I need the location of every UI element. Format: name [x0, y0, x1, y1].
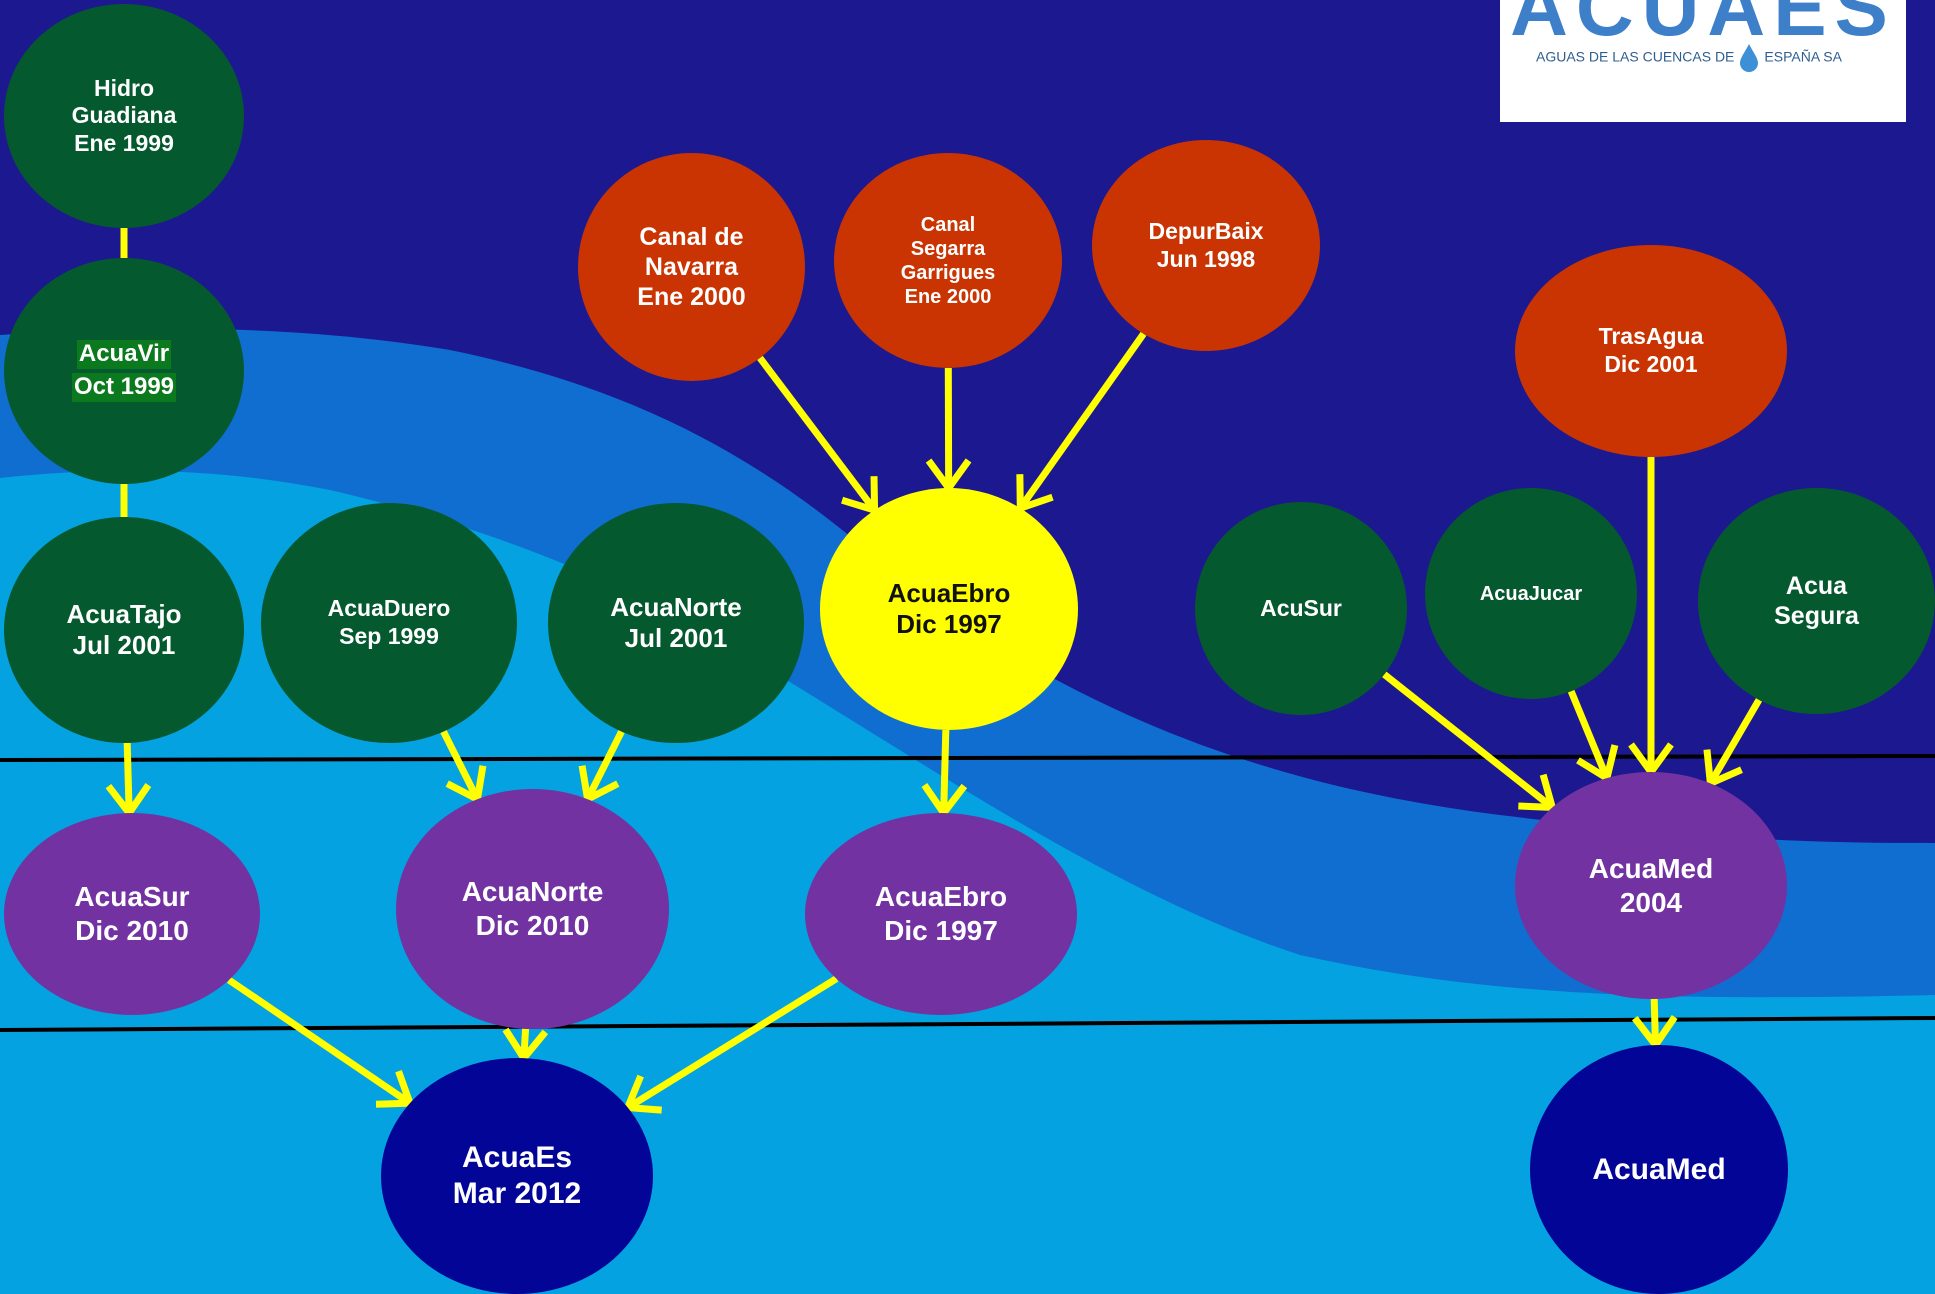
connector-acuasur_2010-to-acuaes	[226, 977, 415, 1108]
node-acusur: AcuSur	[1195, 502, 1407, 715]
connector-line	[940, 729, 950, 814]
node-label-line: Ene 2000	[904, 285, 992, 308]
node-label-line: AcuaEbro	[874, 881, 1008, 913]
node-label-line: AcuaEbro	[887, 577, 1011, 608]
node-label-line: Navarra	[644, 253, 739, 281]
connector-line	[1382, 671, 1555, 811]
logo-tagline-left: AGUAS DE LAS CUENCAS DE	[1536, 48, 1735, 65]
node-label-line: Segarra	[910, 237, 986, 260]
connector-trasagua-to-acuamed_2004	[1628, 457, 1674, 778]
connector-acuasegura-to-acuamed_2004	[1703, 698, 1763, 789]
node-label-line: Guadiana	[71, 102, 177, 129]
node-acuamed-final: AcuaMed	[1530, 1045, 1788, 1294]
connector-acuanorte_2010-to-acuaes	[502, 1027, 549, 1065]
node-label-line: AcuaTajo	[66, 598, 182, 629]
connector-depurbaix-to-acuaebro_old	[1016, 331, 1147, 514]
node-label-line: AcuaNorte	[461, 876, 604, 908]
node-label-line: Mar 2012	[452, 1177, 582, 1210]
node-label-line: Acua	[1785, 572, 1848, 600]
node-label-line: AcuaEs	[461, 1141, 573, 1174]
divider-line-lower	[0, 1016, 1935, 1032]
connector-acuatajo-to-acuasur_2010	[105, 742, 152, 819]
connector-canal_navarra-to-acuaebro_old	[757, 355, 879, 515]
connector-line	[625, 975, 839, 1111]
node-label-line: Oct 1999	[71, 373, 177, 402]
connector-line	[440, 730, 481, 801]
node-acuajucar: AcuaJucar	[1425, 488, 1637, 699]
connector-line	[226, 977, 412, 1107]
node-label-line: Sep 1999	[339, 623, 439, 649]
node-label-line: AcuaJucar	[1479, 582, 1583, 605]
connector-acuaebro_old-to-acuaebro_1997	[921, 729, 968, 819]
node-label-line: Jun 1998	[1156, 245, 1256, 272]
connector-canal_segarra-to-acuaebro_old	[925, 367, 972, 494]
connector-line	[584, 730, 625, 801]
node-label-line: Canal de	[639, 223, 744, 251]
node-label-line: Dic 2001	[1604, 351, 1698, 377]
node-label-line: Ene 1999	[74, 129, 174, 156]
node-label-line: Jul 2001	[72, 630, 176, 660]
node-label-line: Segura	[1774, 602, 1859, 630]
logo-wordmark: ACUAES	[1510, 0, 1896, 52]
node-label-line: DepurBaix	[1148, 217, 1264, 244]
node-label-line: AcuaNorte	[610, 591, 742, 622]
node-label-line: Dic 2010	[75, 915, 189, 946]
node-label-line: TrasAgua	[1598, 323, 1704, 350]
logo-tagline: AGUAS DE LAS CUENCAS DE ESPAÑA SA	[1536, 43, 1842, 73]
node-label-line: AcuaSur	[74, 881, 190, 913]
connector-line	[1707, 698, 1763, 786]
connector-acuajucar-to-acuamed_2004	[1567, 689, 1619, 784]
connector-line	[1650, 998, 1659, 1046]
node-label-line: Dic 2010	[475, 910, 590, 941]
node-label-line: AcuSur	[1260, 594, 1342, 621]
node-label-line: Hidro	[93, 74, 155, 101]
connector-line	[757, 355, 878, 513]
logo-tagline-right: ESPAÑA SA	[1764, 48, 1842, 65]
node-label-line: Ene 2000	[637, 283, 746, 311]
acuaes-logo: ACUAES AGUAS DE LAS CUENCAS DE ESPAÑA SA	[1500, 0, 1906, 122]
node-label-line: Canal	[920, 213, 976, 236]
node-label-line: Jul 2001	[624, 623, 728, 653]
node-label-line: AcuaVir	[76, 340, 172, 369]
node-label-line: Garrigues	[900, 261, 996, 284]
connector-line	[1017, 331, 1147, 511]
connector-acuaebro_1997-to-acuaes	[622, 975, 839, 1114]
connector-acuamed_2004-to-acuamed_final	[1631, 998, 1678, 1051]
connector-acuanorte_old-to-acuanorte_2010	[578, 730, 625, 805]
connector-line	[123, 742, 133, 814]
connector-acuaduero-to-acuanorte_2010	[440, 730, 487, 805]
node-label-line: AcuaMed	[1588, 852, 1714, 884]
node-label-line: 2004	[1619, 886, 1683, 918]
connector-line	[1567, 689, 1611, 780]
node-label-line: Dic 1997	[884, 915, 998, 946]
node-label-line: AcuaMed	[1592, 1152, 1726, 1186]
water-drop-icon	[1740, 44, 1759, 72]
node-label-line: Dic 1997	[896, 609, 1002, 639]
node-label-line: AcuaDuero	[327, 595, 451, 622]
